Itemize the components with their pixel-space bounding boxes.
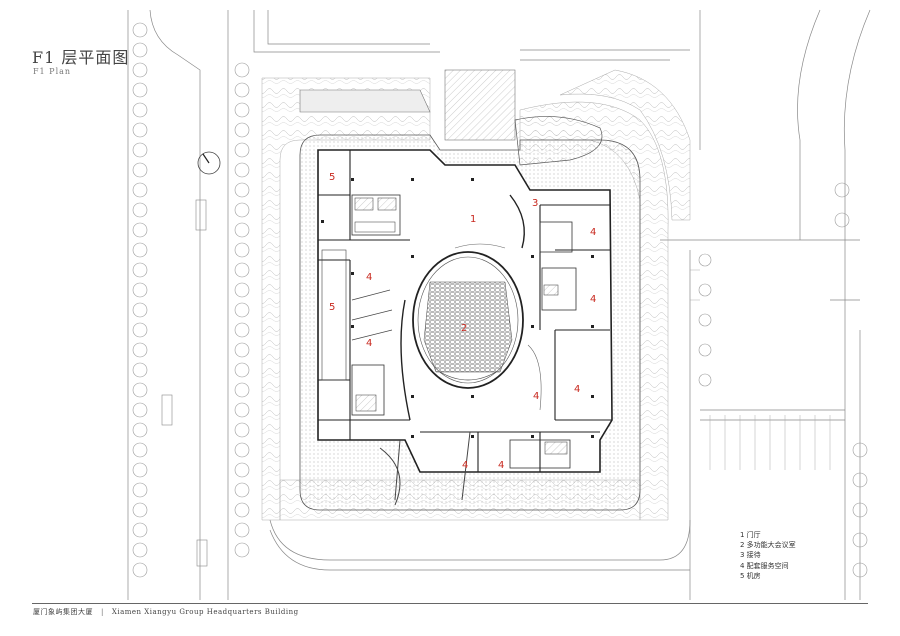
room-legend: 1 门厅 2 多功能大会议室 3 接待 4 配套服务空间 5 机房 (740, 530, 796, 581)
footer-project-en: Xiamen Xiangyu Group Headquarters Buildi… (111, 608, 299, 616)
legend-item: 2 多功能大会议室 (740, 541, 796, 550)
plan-title: F1 层平面图 (32, 48, 130, 67)
zone-label-service-7: 4 (462, 460, 468, 471)
zone-label-reception: 3 (532, 198, 538, 209)
south-screen-walls (379, 431, 471, 506)
legend-item: 5 机房 (740, 571, 761, 580)
zone-label-plant-2: 5 (329, 302, 335, 313)
zone-label-service-5: 4 (574, 384, 580, 395)
zone-label-service-1: 4 (590, 227, 596, 238)
footer: 厦门象屿集团大厦 | Xiamen Xiangyu Group Headquarte… (33, 607, 299, 617)
legend-item: 3 接待 (740, 551, 761, 560)
zone-label-service-4: 4 (366, 338, 372, 349)
footer-separator: | (101, 608, 104, 616)
plan-subtitle: F1 Plan (33, 67, 72, 76)
zone-labels: 1 2 3 4 4 4 4 4 4 4 4 5 5 (329, 172, 596, 471)
legend-item: 4 配套服务空间 (740, 561, 789, 570)
zone-label-lobby: 1 (470, 214, 476, 225)
parking-stripes (690, 269, 831, 470)
legend-item: 1 门厅 (740, 531, 761, 539)
zone-label-service-8: 4 (498, 460, 504, 471)
footer-rule (32, 603, 868, 604)
footer-project-cn: 厦门象屿集团大厦 (33, 608, 93, 616)
vehicles (161, 151, 221, 567)
zone-label-auditorium: 2 (461, 323, 467, 334)
street-trees (132, 22, 868, 578)
zone-label-service-3: 4 (366, 272, 372, 283)
zone-label-service-2: 4 (590, 294, 596, 305)
zone-label-plant-1: 5 (329, 172, 335, 183)
zone-label-service-6: 4 (533, 391, 539, 402)
auditorium (412, 251, 524, 389)
road-lines (127, 9, 871, 600)
